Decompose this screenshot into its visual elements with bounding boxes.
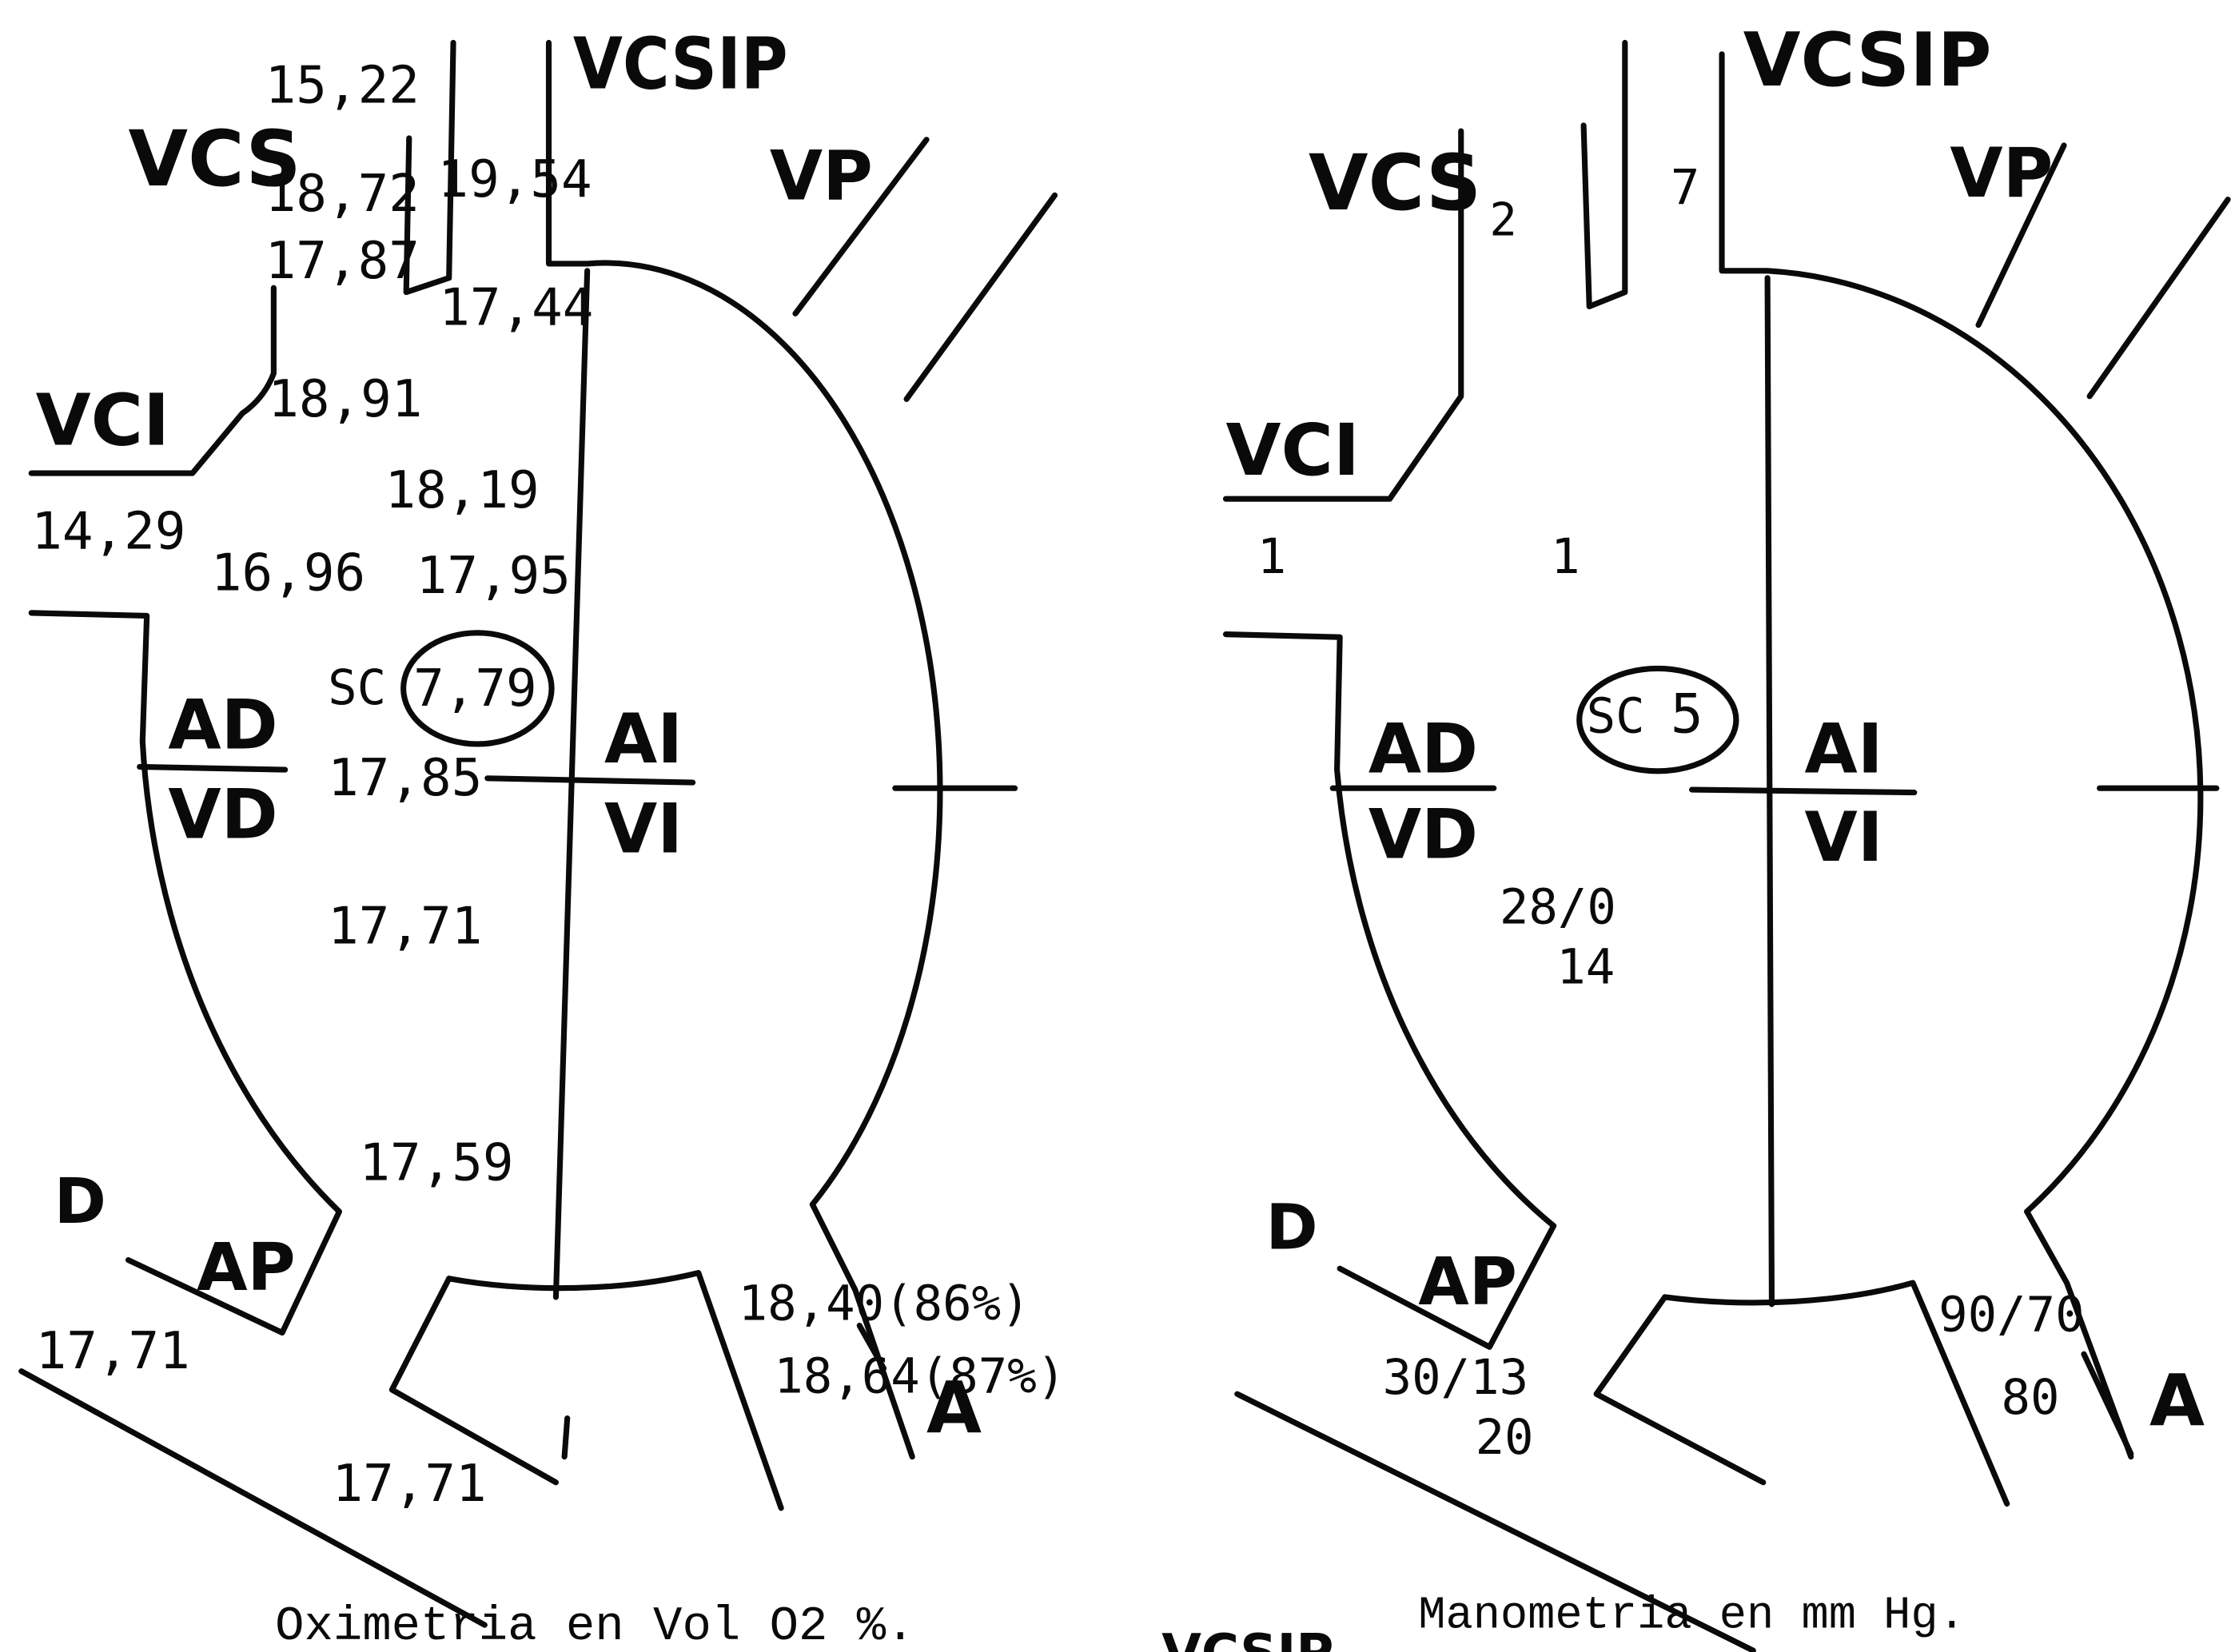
footer-partial-label: VCSIP — [1161, 1623, 1333, 1652]
pressure-vd-systolic: 28/0 — [1500, 880, 1616, 936]
pressure-vd-mean: 14 — [1556, 940, 1615, 996]
value-17-71-ap: 17,71 — [36, 1321, 190, 1381]
value-17-85: 17,85 — [328, 748, 482, 808]
label-ad-right: AD — [1368, 711, 1478, 790]
pressure-ra: 1 — [1551, 529, 1580, 585]
label-vd: VD — [168, 776, 277, 855]
value-18-72: 18,72 — [265, 164, 420, 224]
value-18-19: 18,19 — [384, 460, 539, 520]
pressure-sc: 5 — [1671, 683, 1703, 746]
label-vd-right: VD — [1368, 796, 1478, 875]
label-d-right: D — [1265, 1190, 1317, 1264]
label-vcsip-right: VCSIP — [1743, 17, 1992, 103]
manometry-caption: Manometria en mm Hg. — [1418, 1590, 1966, 1642]
vp-vessel-lower-right — [2090, 200, 2228, 396]
pressure-ao-mean: 80 — [2002, 1370, 2060, 1426]
vcsip-vessel-outline — [549, 43, 940, 1204]
i-label-stroke — [564, 1419, 568, 1457]
label-vcsip: VCSIP — [573, 23, 788, 106]
vp-vessel-lower — [906, 195, 1054, 399]
apex-cap — [449, 1273, 781, 1508]
label-vci-right: VCI — [1226, 409, 1361, 492]
label-a-right: A — [2149, 1359, 2205, 1443]
label-vi-right: VI — [1804, 798, 1882, 878]
vcsip-vessel-outline-right — [1722, 54, 2201, 1212]
label-vcs-right: VCS — [1309, 138, 1481, 228]
value-18-91: 18,91 — [268, 369, 422, 429]
value-19-54: 19,54 — [437, 149, 592, 209]
value-16-96: 16,96 — [211, 543, 365, 603]
value-sc-7-79: 7,79 — [413, 659, 537, 719]
pressure-ap-systolic: 30/13 — [1383, 1350, 1528, 1406]
label-sc-right: SC — [1587, 689, 1645, 745]
value-17-87: 17,87 — [265, 231, 420, 291]
value-17-71-apex: 17,71 — [332, 1454, 486, 1514]
label-d: D — [54, 1164, 106, 1238]
vcs-channel-right — [1584, 43, 1625, 307]
label-vci: VCI — [36, 379, 170, 462]
value-17-95: 17,95 — [416, 546, 571, 606]
a-pointer-line-right — [2084, 1354, 2131, 1454]
pressure-vci: 1 — [1257, 529, 1286, 585]
value-18-40-86: 18,40(86%) — [739, 1276, 1030, 1332]
label-sc: SC — [328, 660, 386, 716]
label-ap-right: AP — [1418, 1244, 1517, 1320]
av-plane-line-right — [1692, 790, 1914, 793]
pressure-ao-systolic: 90/70 — [1938, 1288, 2084, 1343]
manometry-labels: VCSIP VCS VP VCI AD VD AI VI D AP A SC — [1226, 17, 2205, 1443]
pressure-vcs: 2 — [1489, 193, 1516, 246]
value-14-29: 14,29 — [31, 502, 185, 562]
value-17-44: 17,44 — [439, 278, 593, 338]
pressure-vcsip: 7 — [1671, 160, 1699, 216]
apex-cap-left-right — [1596, 1297, 1763, 1483]
value-18-64-87: 18,64(87%) — [774, 1348, 1066, 1404]
label-ai: AI — [604, 700, 683, 779]
label-ap: AP — [197, 1230, 296, 1306]
label-vp-right: VP — [1950, 134, 2053, 213]
apex-cap-left — [392, 1279, 556, 1483]
value-15-22: 15,22 — [265, 55, 420, 115]
septum-line — [556, 271, 587, 1297]
value-17-59: 17,59 — [359, 1133, 513, 1193]
value-17-71-vd: 17,71 — [328, 897, 482, 957]
ad-vd-divider — [140, 766, 285, 770]
label-ad: AD — [168, 686, 277, 765]
oximetry-caption: Oximetria en Vol O2 %. — [275, 1600, 914, 1652]
label-vi: VI — [604, 790, 683, 869]
label-ai-right: AI — [1804, 711, 1882, 790]
label-vp: VP — [770, 137, 873, 217]
pressure-ap-mean: 20 — [1476, 1410, 1534, 1466]
